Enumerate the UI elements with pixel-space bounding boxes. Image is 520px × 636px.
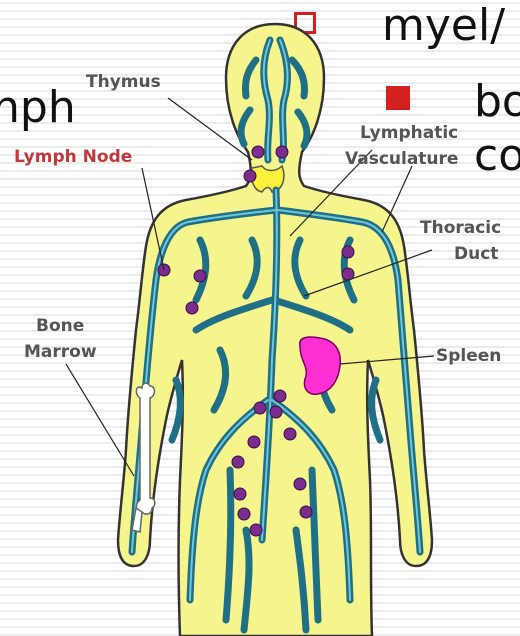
- label-lymphatic-vasculature-2: Vasculature: [345, 149, 458, 170]
- thymus-gland: [251, 166, 284, 192]
- label-lymph-node: Lymph Node: [14, 147, 132, 168]
- label-thymus: Thymus: [86, 72, 161, 93]
- label-lymphatic-vasculature-1: Lymphatic: [360, 123, 458, 144]
- label-thoracic-duct-2: Duct: [454, 244, 498, 265]
- slide-text-left: nph: [0, 86, 76, 130]
- label-bone-marrow-2: Marrow: [24, 342, 97, 363]
- label-thoracic-duct-1: Thoracic: [420, 218, 501, 239]
- label-spleen: Spleen: [436, 346, 501, 367]
- label-bone-marrow-1: Bone: [36, 316, 84, 337]
